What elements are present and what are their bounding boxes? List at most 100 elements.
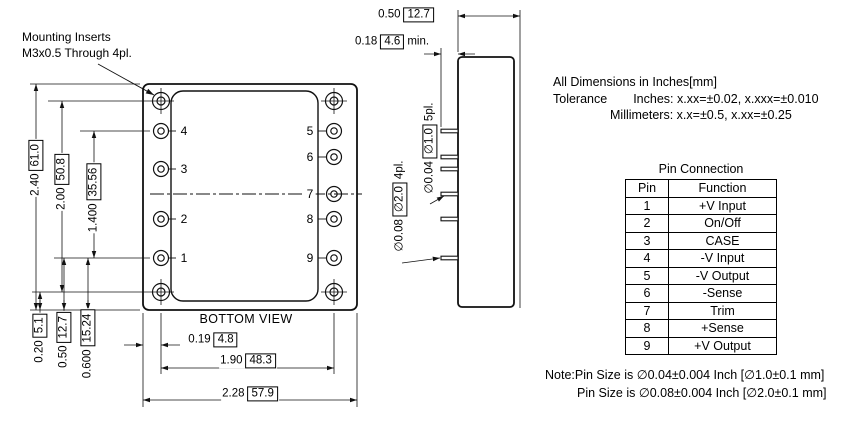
pin-size-note-line2: Pin Size is ∅0.08±0.004 Inch [∅2.0±0.1 m… xyxy=(577,386,827,401)
function-cell: -V Input xyxy=(668,249,777,268)
dim-mm-value: 50.8 xyxy=(54,154,70,185)
pin-number-label: 8 xyxy=(304,212,316,226)
table-header-row: Pin Function xyxy=(625,179,777,198)
mounting-note-line2: M3x0.5 Through 4pl. xyxy=(22,45,132,60)
mounting-note-leader xyxy=(97,63,155,96)
pin-ticks xyxy=(168,130,327,259)
dim-mm-value: 57.9 xyxy=(247,386,278,402)
dim-inch-value: 2.28 xyxy=(222,387,245,400)
dim-mm-value: 61.0 xyxy=(28,140,44,171)
pin-number-label: 5 xyxy=(304,124,316,138)
mounting-note: Mounting Inserts M3x0.5 Through 4pl. xyxy=(22,30,132,61)
dim-inch-value: ∅0.04 xyxy=(423,161,436,194)
dim-pin-small-diameter: ∅0.04 ∅1.0 5pl. xyxy=(422,101,438,195)
pin-cell: 6 xyxy=(625,284,669,303)
pin-table-title: Pin Connection xyxy=(658,162,744,176)
table-row: 9+V Output xyxy=(625,336,777,355)
function-cell: Trim xyxy=(668,301,777,320)
dimensions-note: All Dimensions in Inches[mm] xyxy=(553,75,717,89)
side-view-outline xyxy=(457,56,515,308)
tolerance-millimeters: Millimeters: x.x=±0.5, x.xx=±0.25 xyxy=(610,108,792,122)
pin-cell: 8 xyxy=(625,319,669,338)
dim-inch-value: 0.18 xyxy=(354,35,378,48)
pin-cell: 9 xyxy=(625,336,669,355)
dim-inch-value: 1.400 xyxy=(87,203,100,233)
dim-mm-value: 48.3 xyxy=(245,353,276,369)
mounting-hole-crosshairs xyxy=(148,88,347,305)
general-notes: All Dimensions in Inches[mm] Tolerance I… xyxy=(553,74,819,124)
pin-number-label: 4 xyxy=(178,124,190,138)
bottom-view-caption: BOTTOM VIEW xyxy=(199,312,293,326)
dim-inch-value: 2.00 xyxy=(55,187,68,210)
dim-inch-value: 2.40 xyxy=(29,173,42,196)
dim-height-overall: 2.40 61.0 xyxy=(28,139,44,197)
pin-col-header: Pin xyxy=(625,179,669,198)
dim-height-pins: 1.400 35.56 xyxy=(86,162,102,234)
dim-suffix: 4pl. xyxy=(393,160,406,180)
dim-inch-value: 0.20 xyxy=(33,340,46,363)
dim-mm-value: ∅2.0 xyxy=(392,182,408,217)
function-cell: CASE xyxy=(668,231,777,250)
pin-number-label: 9 xyxy=(304,251,316,265)
pin-number-label: 1 xyxy=(178,251,190,265)
side-view-dimension-lines xyxy=(401,10,521,308)
dim-mm-value: 4.6 xyxy=(380,34,405,50)
tolerance-label: Tolerance xyxy=(553,91,608,106)
dim-mm-value: ∅1.0 xyxy=(422,124,438,159)
pin-stubs xyxy=(440,128,459,261)
dim-inch-value: 0.600 xyxy=(81,349,94,379)
table-row: 6-Sense xyxy=(625,284,777,303)
dim-height-mounting: 2.00 50.8 xyxy=(54,153,70,211)
dim-pin-large-diameter: ∅0.08 ∅2.0 4pl. xyxy=(392,159,408,253)
function-cell: +Sense xyxy=(668,319,777,338)
pin-number-label: 3 xyxy=(178,162,190,176)
pin-cell: 1 xyxy=(625,196,669,215)
dim-bottom-offset-large: 0.600 15.24 xyxy=(80,308,96,380)
pin-cell: 7 xyxy=(625,301,669,320)
pin-cell: 3 xyxy=(625,231,669,250)
dim-suffix: min. xyxy=(407,35,430,48)
dim-mm-value: 5.1 xyxy=(32,313,48,338)
pin-cell: 5 xyxy=(625,266,669,285)
dim-inch-value: 1.90 xyxy=(220,354,243,367)
dim-mm-value: 35.56 xyxy=(86,163,102,201)
function-cell: On/Off xyxy=(668,214,777,233)
dim-bottom-offset-mid: 0.50 12.7 xyxy=(56,311,72,369)
function-cell: +V Input xyxy=(668,196,777,215)
dim-inch-value: 0.50 xyxy=(378,8,401,21)
dim-inch-value: 0.19 xyxy=(188,333,211,346)
pin-cell: 4 xyxy=(625,249,669,268)
pin-size-note-line1: Note:Pin Size is ∅0.04±0.004 Inch [∅1.0±… xyxy=(545,368,825,382)
dim-mm-value: 15.24 xyxy=(80,309,96,347)
dim-inch-value: ∅0.08 xyxy=(393,219,406,252)
function-col-header: Function xyxy=(668,179,777,198)
pin-number-label: 6 xyxy=(304,150,316,164)
function-cell: -V Output xyxy=(668,266,777,285)
table-row: 1+V Input xyxy=(625,196,777,215)
function-cell: +V Output xyxy=(668,336,777,355)
dim-mm-value: 12.7 xyxy=(56,312,72,343)
dim-inch-value: 0.50 xyxy=(57,345,70,368)
dim-pin-col-span: 1.90 48.3 xyxy=(219,353,277,369)
pin-number-label: 7 xyxy=(304,187,316,201)
dim-mm-value: 4.8 xyxy=(213,332,238,348)
dim-pin-col-offset: 0.19 4.8 xyxy=(187,332,239,348)
table-row: 4-V Input xyxy=(625,249,777,268)
mounting-note-line1: Mounting Inserts xyxy=(22,30,111,44)
bottom-view-outline xyxy=(142,83,358,311)
table-row: 5-V Output xyxy=(625,266,777,285)
pin-number-label: 2 xyxy=(178,212,190,226)
dim-standoff: 0.18 4.6 min. xyxy=(353,34,431,50)
dim-depth: 0.50 12.7 xyxy=(377,7,435,23)
pin-cell: 2 xyxy=(625,214,669,233)
dim-mm-value: 12.7 xyxy=(403,7,434,23)
dim-width-overall: 2.28 57.9 xyxy=(221,386,279,402)
table-row: 8+Sense xyxy=(625,319,777,338)
dim-suffix: 5pl. xyxy=(423,102,436,122)
